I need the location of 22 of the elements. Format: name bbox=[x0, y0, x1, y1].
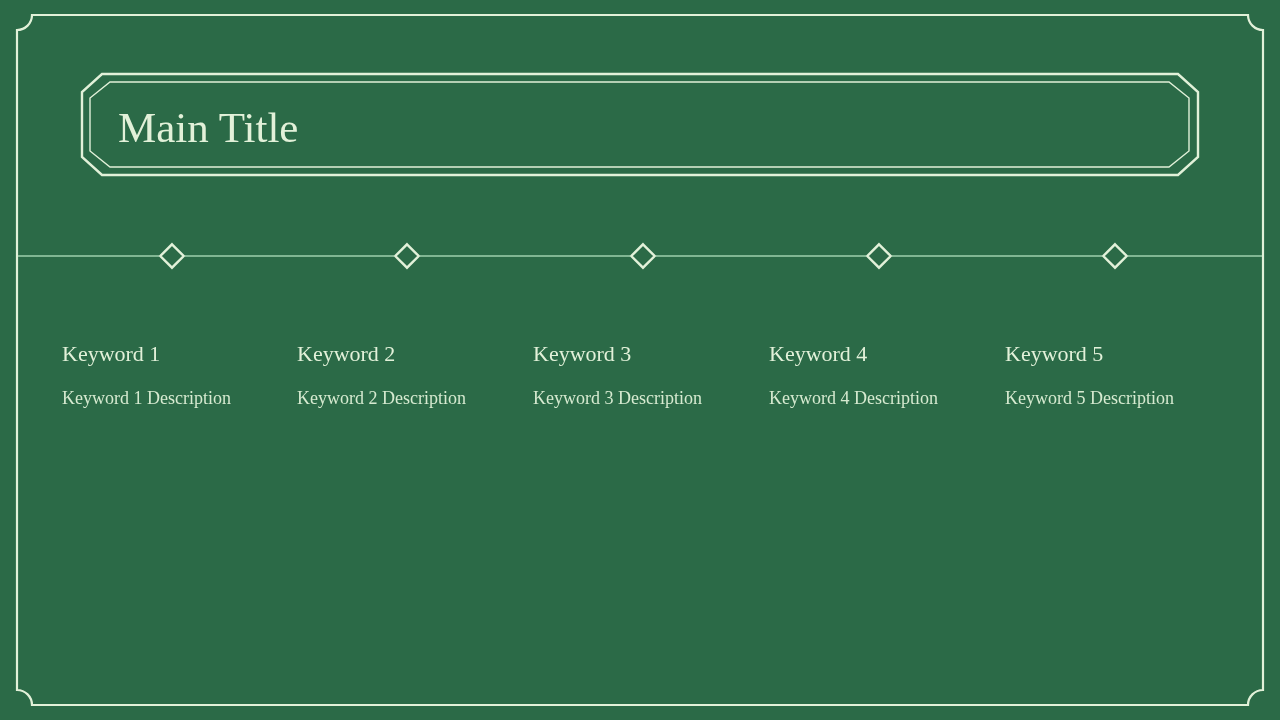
timeline-diamond bbox=[630, 243, 656, 269]
keyword-description: Keyword 1 Description bbox=[62, 388, 231, 409]
timeline-line bbox=[419, 255, 631, 257]
keyword-description: Keyword 2 Description bbox=[297, 388, 466, 409]
keyword-heading: Keyword 3 bbox=[533, 341, 632, 367]
timeline-line bbox=[655, 255, 867, 257]
keyword-description: Keyword 5 Description bbox=[1005, 388, 1174, 409]
timeline-diamond bbox=[394, 243, 420, 269]
keyword-description: Keyword 3 Description bbox=[533, 388, 702, 409]
timeline-diamond bbox=[1102, 243, 1128, 269]
timeline-line bbox=[1127, 255, 1263, 257]
keyword-heading: Keyword 4 bbox=[769, 341, 868, 367]
keyword-heading: Keyword 5 bbox=[1005, 341, 1104, 367]
timeline-line bbox=[184, 255, 395, 257]
keyword-heading: Keyword 2 bbox=[297, 341, 396, 367]
timeline-diamond bbox=[159, 243, 185, 269]
main-title: Main Title bbox=[118, 104, 299, 152]
keyword-description: Keyword 4 Description bbox=[769, 388, 938, 409]
timeline-diamond bbox=[866, 243, 892, 269]
timeline-line bbox=[17, 255, 160, 257]
timeline-line bbox=[891, 255, 1103, 257]
keyword-heading: Keyword 1 bbox=[62, 341, 161, 367]
